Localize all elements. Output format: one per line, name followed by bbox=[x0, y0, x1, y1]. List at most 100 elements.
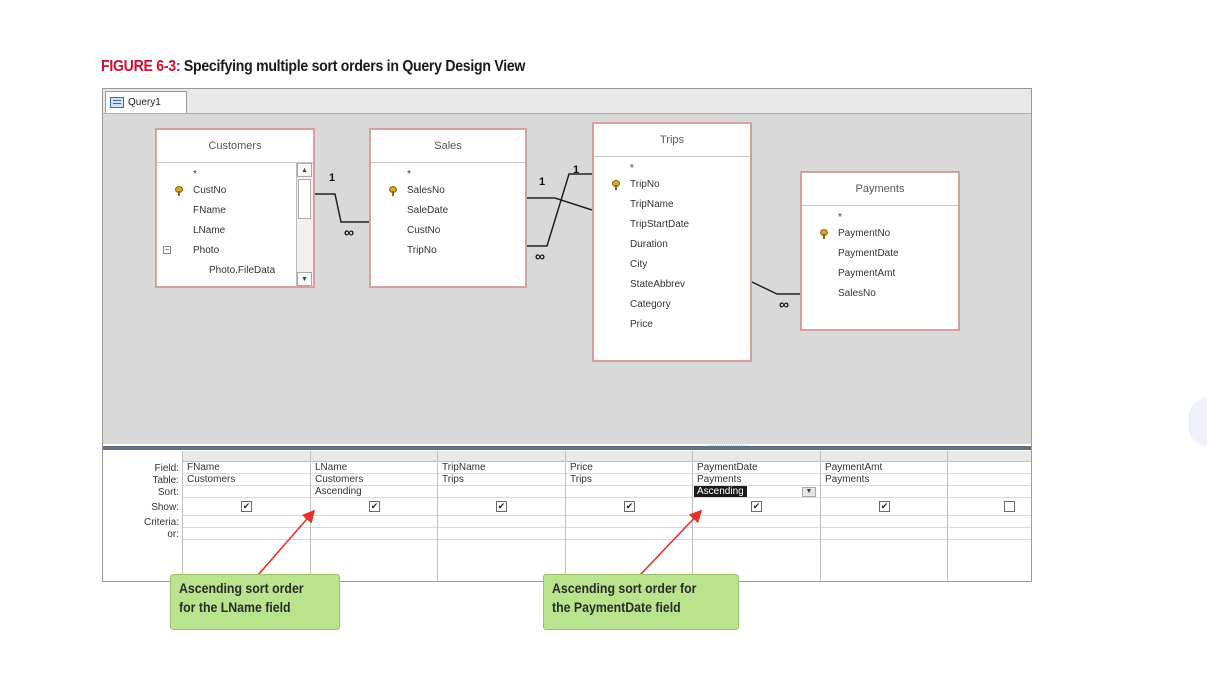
cell-or[interactable] bbox=[183, 528, 310, 540]
figure-caption: FIGURE 6-3: Specifying multiple sort ord… bbox=[101, 58, 525, 76]
field-stateabbrev[interactable]: StateAbbrev bbox=[630, 279, 686, 290]
cell-field[interactable]: TripName bbox=[438, 462, 565, 474]
field-category[interactable]: Category bbox=[630, 299, 671, 310]
cell-field[interactable]: FName bbox=[183, 462, 310, 474]
cell-table[interactable]: Payments bbox=[693, 474, 820, 486]
sales-table[interactable]: Sales * SalesNo SaleDate CustNo TripNo bbox=[369, 128, 527, 288]
field-duration[interactable]: Duration bbox=[630, 239, 668, 250]
cell-table[interactable]: Trips bbox=[566, 474, 692, 486]
pane-splitter[interactable] bbox=[103, 446, 1031, 450]
column-selector[interactable] bbox=[438, 451, 565, 462]
show-checkbox[interactable] bbox=[1004, 501, 1015, 512]
field-all[interactable]: * bbox=[193, 169, 197, 180]
show-checkbox[interactable] bbox=[241, 501, 252, 512]
field-all[interactable]: * bbox=[630, 163, 634, 174]
cell-or[interactable] bbox=[693, 528, 820, 540]
tab-query1[interactable]: Query1 bbox=[105, 91, 187, 113]
splitter-grip[interactable] bbox=[708, 445, 748, 448]
cell-sort[interactable]: Ascending bbox=[311, 486, 437, 498]
customers-table[interactable]: Customers * CustNo FName LName −Photo Ph… bbox=[155, 128, 315, 288]
cell-or[interactable] bbox=[948, 528, 1031, 540]
grid-column-empty[interactable] bbox=[947, 451, 1031, 581]
customers-scrollbar[interactable]: ▲ ▼ bbox=[296, 163, 313, 286]
cell-sort[interactable] bbox=[438, 486, 565, 498]
show-checkbox[interactable] bbox=[496, 501, 507, 512]
selected-sort-value[interactable]: Ascending bbox=[694, 486, 747, 497]
cell-table[interactable]: Trips bbox=[438, 474, 565, 486]
field-all[interactable]: * bbox=[838, 212, 842, 223]
cell-criteria[interactable] bbox=[311, 516, 437, 528]
cell-sort[interactable] bbox=[821, 486, 947, 498]
cell-field[interactable] bbox=[948, 462, 1031, 474]
show-checkbox[interactable] bbox=[369, 501, 380, 512]
grid-column-tripname[interactable]: TripName Trips bbox=[437, 451, 565, 581]
cell-sort-dropdown[interactable]: Ascending ▼ bbox=[693, 486, 820, 498]
field-custno[interactable]: CustNo bbox=[407, 225, 441, 236]
cell-sort[interactable] bbox=[948, 486, 1031, 498]
field-lname[interactable]: LName bbox=[193, 225, 226, 236]
field-city[interactable]: City bbox=[630, 259, 648, 270]
cell-field[interactable]: Price bbox=[566, 462, 692, 474]
field-saledate[interactable]: SaleDate bbox=[407, 205, 449, 216]
grid-column-lname[interactable]: LName Customers Ascending bbox=[310, 451, 437, 581]
cell-criteria[interactable] bbox=[183, 516, 310, 528]
cell-or[interactable] bbox=[566, 528, 692, 540]
trips-table[interactable]: Trips * TripNo TripName TripStartDate Du… bbox=[592, 122, 752, 362]
scroll-thumb[interactable] bbox=[298, 179, 311, 219]
field-paymentdate[interactable]: PaymentDate bbox=[838, 248, 899, 259]
grid-column-fname[interactable]: FName Customers bbox=[182, 451, 310, 581]
grid-column-paymentamt[interactable]: PaymentAmt Payments bbox=[820, 451, 947, 581]
scroll-up-icon[interactable]: ▲ bbox=[297, 163, 312, 177]
column-selector[interactable] bbox=[948, 451, 1031, 462]
cell-table[interactable]: Customers bbox=[183, 474, 310, 486]
cell-show bbox=[311, 498, 437, 516]
cell-sort[interactable] bbox=[566, 486, 692, 498]
field-tripno[interactable]: TripNo bbox=[594, 175, 750, 195]
grid-column-price[interactable]: Price Trips bbox=[565, 451, 692, 581]
column-selector[interactable] bbox=[311, 451, 437, 462]
field-tripstartdate[interactable]: TripStartDate bbox=[630, 219, 690, 230]
expand-icon[interactable]: − bbox=[163, 245, 171, 254]
show-checkbox[interactable] bbox=[751, 501, 762, 512]
cell-criteria[interactable] bbox=[821, 516, 947, 528]
query-design-window: Query1 Customers * CustNo FName LName −P… bbox=[102, 88, 1032, 582]
column-selector[interactable] bbox=[821, 451, 947, 462]
cell-criteria[interactable] bbox=[948, 516, 1031, 528]
payments-table[interactable]: Payments * PaymentNo PaymentDate Payment… bbox=[800, 171, 960, 331]
cell-or[interactable] bbox=[438, 528, 565, 540]
column-selector[interactable] bbox=[183, 451, 310, 462]
cell-or[interactable] bbox=[821, 528, 947, 540]
show-checkbox[interactable] bbox=[879, 501, 890, 512]
chevron-down-icon[interactable]: ▼ bbox=[802, 487, 816, 497]
cell-or[interactable] bbox=[311, 528, 437, 540]
cell-show bbox=[566, 498, 692, 516]
cell-table[interactable]: Payments bbox=[821, 474, 947, 486]
field-salesno[interactable]: SalesNo bbox=[371, 181, 525, 201]
cell-field[interactable]: PaymentDate bbox=[693, 462, 820, 474]
column-selector[interactable] bbox=[693, 451, 820, 462]
field-tripno[interactable]: TripNo bbox=[407, 245, 437, 256]
field-photo-filedata[interactable]: Photo.FileData bbox=[209, 265, 276, 276]
field-photo[interactable]: −Photo bbox=[163, 245, 220, 256]
grid-column-paymentdate[interactable]: PaymentDate Payments Ascending ▼ bbox=[692, 451, 820, 581]
cell-criteria[interactable] bbox=[693, 516, 820, 528]
field-price[interactable]: Price bbox=[630, 319, 653, 330]
field-paymentno[interactable]: PaymentNo bbox=[802, 224, 958, 244]
cell-table[interactable] bbox=[948, 474, 1031, 486]
field-tripname[interactable]: TripName bbox=[630, 199, 674, 210]
scroll-down-icon[interactable]: ▼ bbox=[297, 272, 312, 286]
field-fname[interactable]: FName bbox=[193, 205, 226, 216]
one-marker: 1 bbox=[573, 164, 580, 176]
field-custno[interactable]: CustNo bbox=[157, 181, 313, 201]
field-salesno[interactable]: SalesNo bbox=[838, 288, 876, 299]
cell-criteria[interactable] bbox=[438, 516, 565, 528]
field-paymentamt[interactable]: PaymentAmt bbox=[838, 268, 896, 279]
column-selector[interactable] bbox=[566, 451, 692, 462]
cell-field[interactable]: LName bbox=[311, 462, 437, 474]
field-all[interactable]: * bbox=[407, 169, 411, 180]
cell-criteria[interactable] bbox=[566, 516, 692, 528]
cell-sort[interactable] bbox=[183, 486, 310, 498]
cell-field[interactable]: PaymentAmt bbox=[821, 462, 947, 474]
cell-table[interactable]: Customers bbox=[311, 474, 437, 486]
show-checkbox[interactable] bbox=[624, 501, 635, 512]
